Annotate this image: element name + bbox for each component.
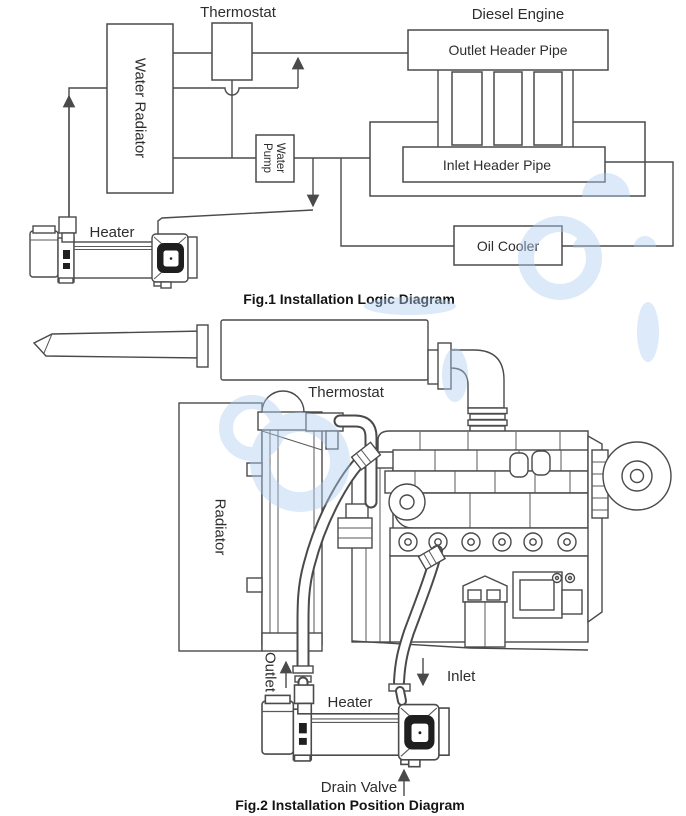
fig1-engine-outer-box xyxy=(369,121,646,197)
fig2-radiator-box xyxy=(178,402,263,652)
fig1-water-radiator-text: Water Radiator xyxy=(132,58,149,158)
fig1-caption: Fig.1 Installation Logic Diagram xyxy=(243,291,455,307)
fig1-line-branch-to-heater xyxy=(157,209,314,235)
fig2-muffler-assembly xyxy=(32,319,508,471)
fig2-exhaust-clamp-1 xyxy=(196,324,209,368)
fig2-breather-cap-1 xyxy=(509,452,529,478)
fig1-inlet-header-pipe-text: Inlet Header Pipe xyxy=(443,157,551,173)
watermark-sliver-1 xyxy=(442,348,468,402)
fig2-drain-valve-label: Drain Valve xyxy=(321,779,397,796)
watermark-sliver-3 xyxy=(637,302,659,362)
fig1-line-oil-cooler-to-inlet xyxy=(562,161,674,247)
watermark xyxy=(219,173,659,512)
fig2-radiator-group: Radiator xyxy=(178,390,344,652)
fig2-outlet-hose-clamp-top xyxy=(350,441,382,471)
fig2-engine-top-cover xyxy=(377,430,589,453)
fig2-engine-bottom-edge xyxy=(351,640,589,651)
fig1-heater-label: Heater xyxy=(89,224,134,241)
fig2-caption: Fig.2 Installation Position Diagram xyxy=(235,797,464,813)
fig1-thermostat-label: Thermostat xyxy=(200,4,277,21)
fig1-line-to-oil-cooler xyxy=(340,158,454,247)
fig1-inlet-header-pipe-box xyxy=(402,146,606,183)
watermark-dome-2 xyxy=(573,236,597,248)
fig1-logic-diagram: Thermostat Diesel Engine Water Radiator … xyxy=(29,4,674,307)
fig1-thermostat-box xyxy=(211,22,253,81)
fig1-water-radiator-box xyxy=(106,23,174,194)
fig2-outlet-label: Outlet xyxy=(262,652,279,693)
fig1-oil-cooler-text: Oil Cooler xyxy=(477,238,540,254)
fig2-heater-label: Heater xyxy=(327,694,372,711)
watermark-ring-small xyxy=(219,395,285,461)
fig1-outlet-header-pipe-box xyxy=(407,29,609,71)
watermark-dome-3 xyxy=(634,236,656,247)
fig2-radiator-tab-lower xyxy=(246,577,263,593)
fig2-engine-head-band xyxy=(392,449,589,472)
fig1-water-pump-text-line1: Water xyxy=(274,143,286,173)
fig2-radiator-tab-upper xyxy=(246,462,263,477)
fig1-line-hop-over xyxy=(173,87,298,96)
fig2-exhaust-intake-pipe xyxy=(32,330,205,359)
fig2-flywheel xyxy=(602,441,672,511)
fig2-engine-mount xyxy=(337,517,373,549)
fig1-cylinder-1 xyxy=(451,71,483,146)
watermark-sliver-2 xyxy=(364,297,456,315)
fig2-radiator-text: Radiator xyxy=(212,499,229,556)
fig2-thermostat-label: Thermostat xyxy=(308,384,385,401)
fig1-diesel-engine-label: Diesel Engine xyxy=(472,6,565,23)
fig2-radiator-bottom-tank xyxy=(261,632,323,652)
fig2-muffler-body xyxy=(220,319,429,381)
fig2-inlet-hose xyxy=(388,544,446,706)
fig2-water-pump-pulley xyxy=(388,483,426,521)
fig2-engine-group xyxy=(333,414,672,651)
fig2-thermostat-dome xyxy=(261,390,305,413)
fig2-radiator-core xyxy=(261,411,323,646)
fig2-breather-cap-2 xyxy=(531,450,551,476)
fig1-cylinder-3 xyxy=(533,71,563,146)
fig2-position-diagram: Radiator xyxy=(32,319,672,813)
fig1-piping-lines xyxy=(62,52,674,247)
watermark-dome-1 xyxy=(582,173,630,197)
watermark-ring-large xyxy=(250,412,350,512)
fig2-inlet-hose-clamp-top xyxy=(417,544,446,571)
fig2-upper-hose xyxy=(335,416,376,507)
fig1-line-heater-to-radiator xyxy=(68,87,107,219)
fig1-water-pump-text-line2: Pump xyxy=(261,143,273,173)
fig2-outlet-clamp-1 xyxy=(292,665,314,674)
fig1-diesel-engine-block: Outlet Header Pipe Inlet Header Pipe xyxy=(369,29,646,197)
fig1-cylinder-2 xyxy=(493,71,523,146)
fig2-inlet-label: Inlet xyxy=(447,668,476,685)
watermark-ring-oilcooler xyxy=(518,216,602,300)
fig1-outlet-header-pipe-text: Outlet Header Pipe xyxy=(448,42,567,58)
